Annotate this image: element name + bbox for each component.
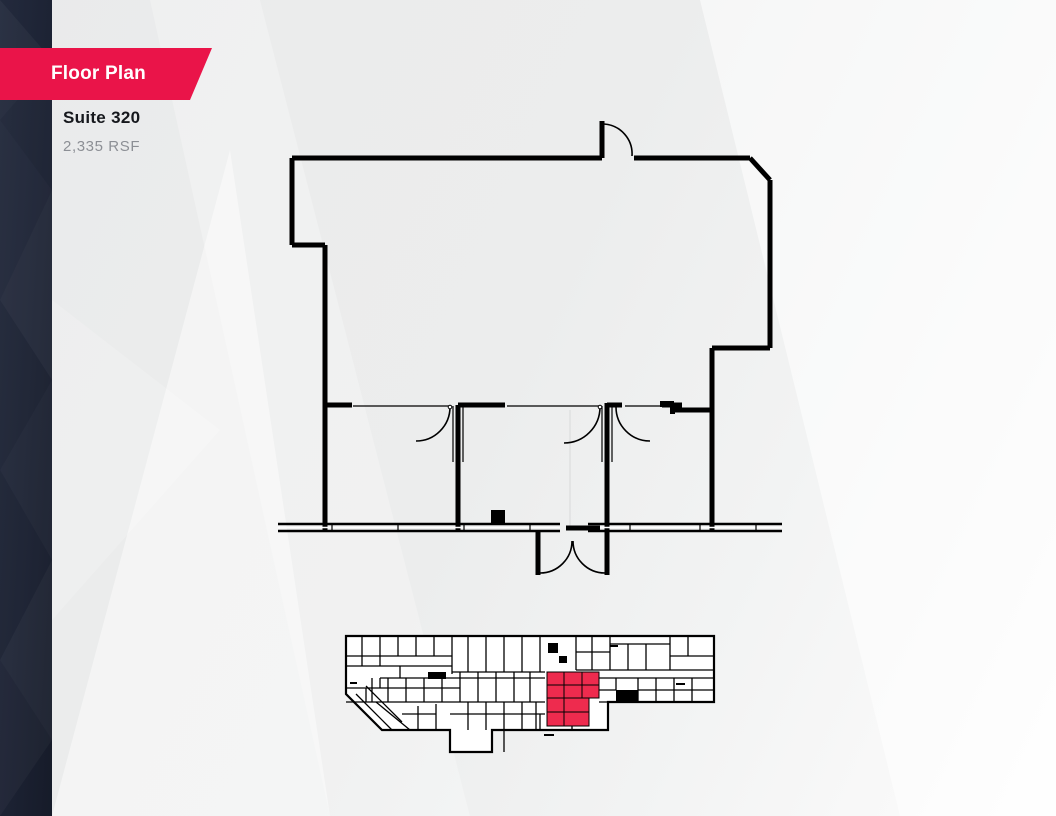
building-key-plan	[344, 634, 716, 754]
suite-title: Suite 320	[63, 108, 141, 127]
key-plan-south-center	[449, 702, 608, 753]
interior-door-swings-upper	[415, 406, 651, 444]
banner-label: Floor Plan	[51, 63, 146, 84]
perimeter-walls	[289, 121, 773, 530]
suite-area: 2,335 RSF	[63, 138, 141, 155]
entry-door-swing	[602, 122, 633, 157]
key-plan-north-offices	[346, 636, 714, 674]
key-plan-core	[428, 643, 638, 702]
interior-door-swings-lower	[539, 540, 606, 574]
interior-partitions	[325, 402, 712, 530]
suite-floor-plan	[278, 121, 782, 575]
suite-meta: Suite 320 2,335 RSF	[63, 108, 140, 155]
south-vestibule-walls	[535, 525, 610, 575]
window-band	[278, 522, 782, 533]
jamb-detail	[660, 401, 675, 414]
partition-leaves	[353, 405, 660, 462]
plan-guidelines	[324, 250, 711, 530]
column-marker	[491, 510, 505, 523]
key-plan-highlight	[546, 671, 600, 727]
floor-plan-banner: Floor Plan	[0, 48, 212, 100]
door-hinges	[447, 404, 603, 410]
key-plan-sw-wing	[355, 685, 450, 731]
key-plan-southwest	[346, 672, 545, 703]
key-plan-southeast	[539, 678, 714, 730]
key-plan-ticks	[350, 645, 685, 736]
